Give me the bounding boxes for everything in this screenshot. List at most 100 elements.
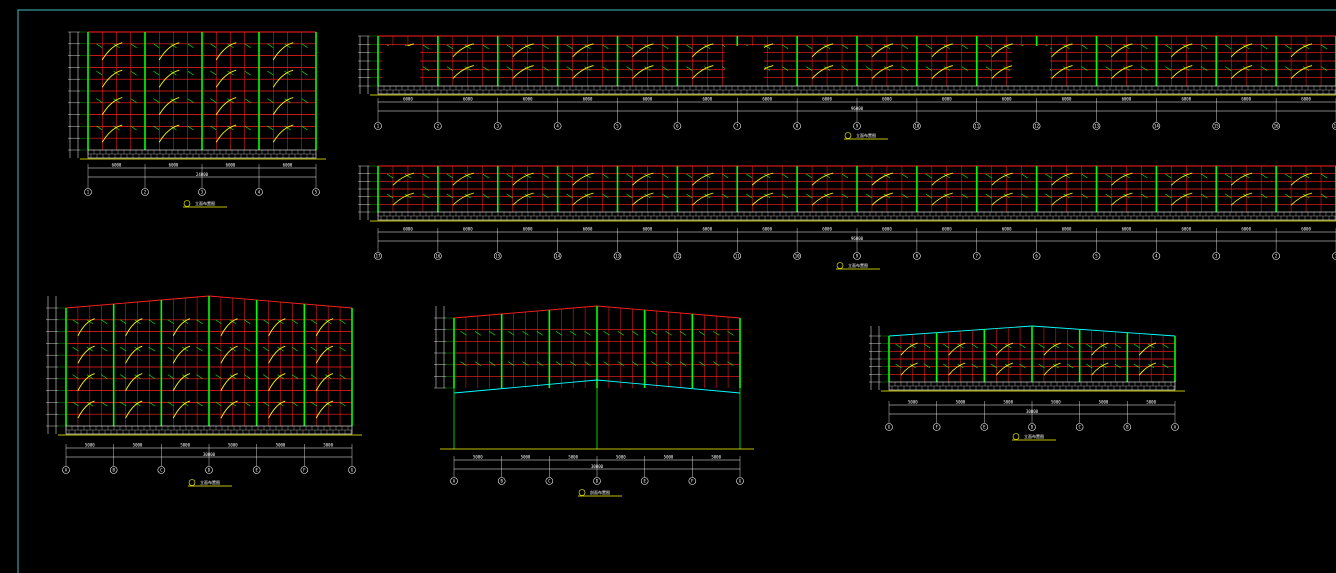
tie-mark [167,346,175,352]
bay-dimension: 5000 [1099,400,1109,405]
grid-label: 11 [735,253,740,258]
tie-mark [182,346,189,352]
tie-mark [781,66,789,71]
tie-mark [310,346,318,352]
tie-mark [170,43,177,48]
total-dimension: 30000 [203,452,216,457]
grid-bubble [1092,252,1101,260]
tie-mark [644,173,651,179]
total-dimension: 96000 [851,236,864,241]
tie-mark [1045,173,1052,179]
brace-curve [811,65,834,79]
tie-mark [134,374,141,379]
bay-dimension: 6000 [283,163,293,168]
brace-curve [995,362,1014,376]
tie-mark [1243,193,1250,199]
tie-mark [570,330,577,336]
grid-bubble [885,423,893,431]
tie-mark [901,173,909,179]
brace-curve [751,192,774,206]
brace-curve [158,69,180,88]
brace-curve [220,400,238,419]
grid-label: 4 [556,123,559,128]
grid-label: E [643,478,646,483]
tie-mark [1100,343,1107,349]
tie-mark [267,98,274,103]
grid-label: G [888,424,891,429]
bay-dimension: 5000 [323,443,333,448]
tie-mark [746,193,753,199]
grid-label: 1 [377,123,380,128]
tie-mark [925,44,933,50]
grid-label: 14 [1154,123,1159,128]
tie-mark [153,98,160,103]
brace-curve [77,373,95,391]
tie-mark [1201,44,1208,50]
bay-dimension: 6000 [1062,97,1072,102]
tie-mark [823,193,831,199]
tie-mark [971,343,978,349]
tie-mark [602,173,609,179]
brace-curve [1230,43,1253,58]
tie-mark [943,363,950,369]
bay-dimension: 6000 [1062,227,1072,232]
bay-dimension: 6000 [1002,227,1012,232]
tie-mark [603,361,610,366]
tie-mark [901,44,909,50]
bay-dimension: 6000 [762,227,772,232]
grid-bubble [972,252,981,260]
tie-mark [1052,363,1059,369]
tie-mark [536,361,543,366]
brace-curve [220,345,238,364]
tie-mark [805,44,813,50]
grid-label: 1 [1335,253,1336,258]
tie-mark [1141,44,1148,50]
tie-mark [1165,44,1172,50]
grid-label: A [65,467,68,472]
grid-label: 7 [976,253,979,258]
tie-mark [1019,343,1026,349]
tie-mark [1183,66,1190,71]
tie-mark [584,193,591,199]
tie-mark [662,193,669,199]
grid-bubble [553,122,562,130]
bay-dimension: 5000 [1146,400,1156,405]
tie-mark [704,44,711,50]
grid-label: 11 [974,123,979,128]
brace-curve [991,172,1013,186]
tie-mark [713,361,720,366]
tie-mark [617,330,624,336]
door-opening [1012,46,1050,91]
grid-label: 9 [856,123,859,128]
brace-curve [1138,362,1157,376]
tie-mark [1063,66,1070,71]
brace-curve [991,192,1013,206]
grid-label: 17 [376,253,381,258]
grid-bubble [640,477,649,485]
tie-mark [1165,173,1172,179]
brace-curve [512,65,534,79]
brace-curve [991,65,1013,79]
grid-bubble [450,477,458,485]
tie-mark [284,43,291,48]
tie-mark [1066,343,1074,349]
tie-mark [1105,66,1112,71]
tie-mark [508,361,515,366]
grid-label: 12 [1034,123,1039,128]
bay-dimension: 5000 [908,400,918,405]
grid-bubble [593,477,601,485]
grid-label: B [500,478,503,483]
brace-curve [172,345,191,364]
brace-curve [172,400,191,419]
brace-curve [158,124,180,143]
tie-mark [781,44,789,50]
tie-mark [1114,363,1121,369]
tie-mark [644,193,651,199]
tie-mark [148,346,155,352]
grid-bubble [613,122,622,130]
tie-mark [267,70,274,76]
tie-mark [244,70,251,76]
tie-mark [1225,193,1232,199]
brace-curve [452,172,474,186]
